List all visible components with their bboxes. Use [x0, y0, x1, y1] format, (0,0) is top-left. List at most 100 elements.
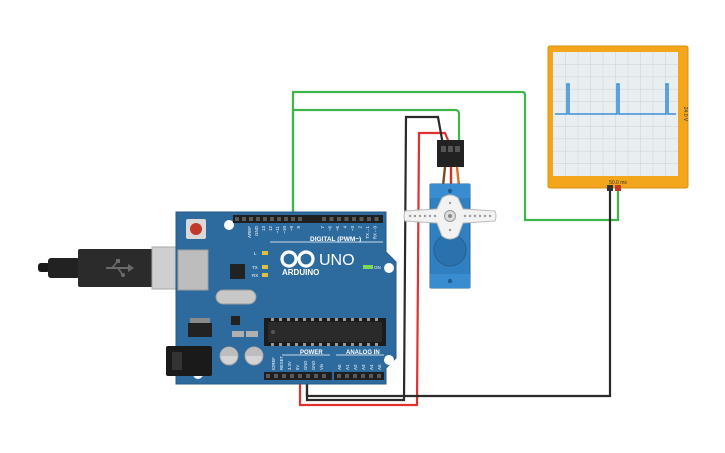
chip-pin — [359, 343, 362, 346]
servo-connector[interactable] — [437, 140, 464, 167]
power-pin-hole[interactable] — [314, 374, 318, 378]
power-pin-hole[interactable] — [290, 374, 294, 378]
analog-header-pins[interactable] — [337, 374, 381, 378]
digital-pin-hole[interactable] — [352, 217, 356, 221]
chip-pin — [311, 318, 314, 321]
chip-pin — [327, 343, 330, 346]
servo-connector-slot — [448, 146, 453, 152]
power-pin-label: RESET — [279, 356, 284, 370]
analog-pin-label: A4 — [369, 364, 374, 370]
chip-pin — [367, 318, 370, 321]
chip-pin — [271, 343, 274, 346]
digital-pin-label: ~6 — [328, 226, 333, 232]
power-pin-hole[interactable] — [274, 374, 278, 378]
smd-component — [246, 331, 258, 337]
digital-pin-hole[interactable] — [263, 217, 267, 221]
led-on-2 — [368, 265, 373, 269]
scope-terminal-negative[interactable] — [607, 185, 613, 191]
servo-lead-brown — [441, 166, 447, 187]
digital-pin-hole[interactable] — [337, 217, 341, 221]
power-pin-hole[interactable] — [322, 374, 326, 378]
digital-pin-label: RX←0 — [373, 226, 378, 240]
analog-pin-hole[interactable] — [361, 374, 365, 378]
mounting-hole — [224, 220, 234, 230]
scope-terminal-positive[interactable] — [615, 185, 621, 191]
scope-time-label: 50.0 ms — [609, 180, 627, 186]
digital-pin-hole[interactable] — [277, 217, 281, 221]
micro-servo-motor[interactable] — [403, 140, 497, 289]
digital-pin-label: ~9 — [289, 226, 294, 232]
analog-pin-hole[interactable] — [337, 374, 341, 378]
digital-pin-hole[interactable] — [242, 217, 246, 221]
chip-pin — [319, 318, 322, 321]
chip-pin — [287, 343, 290, 346]
led-on-label: ON — [374, 265, 381, 270]
chip-pin — [279, 343, 282, 346]
arduino-brand: ARDUINO — [282, 268, 319, 277]
mounting-hole — [384, 355, 394, 365]
usb-jack — [177, 249, 209, 291]
oscilloscope[interactable]: 50.0 ms 24.0 V — [547, 45, 689, 191]
usb-icon — [106, 259, 134, 277]
digital-pin-hole[interactable] — [270, 217, 274, 221]
digital-pin-hole[interactable] — [284, 217, 288, 221]
led-rx-label: RX — [252, 273, 258, 278]
analog-pin-label: A0 — [337, 364, 342, 370]
power-pin-label: 5V — [295, 365, 300, 370]
mounting-hole — [384, 263, 394, 273]
power-pin-hole[interactable] — [266, 374, 270, 378]
reset-button[interactable] — [190, 223, 202, 235]
scope-waveform — [555, 83, 676, 115]
chip-pin — [367, 343, 370, 346]
chip-pin — [303, 343, 306, 346]
analog-pin-hole[interactable] — [369, 374, 373, 378]
digital-pin-label: AREF — [247, 226, 252, 238]
power-header-pins[interactable] — [266, 374, 326, 378]
digital-pin-hole[interactable] — [249, 217, 253, 221]
led-l — [262, 251, 268, 255]
digital-pin-hole[interactable] — [367, 217, 371, 221]
chip-pin — [343, 318, 346, 321]
digital-header-pins[interactable] — [235, 217, 379, 221]
chip-pin — [335, 318, 338, 321]
digital-pin-hole[interactable] — [359, 217, 364, 221]
wire-green-servo[interactable] — [291, 108, 461, 222]
digital-pin-hole[interactable] — [256, 217, 260, 221]
servo-connector-slot — [455, 146, 460, 152]
digital-pin-hole[interactable] — [235, 217, 239, 221]
digital-pin-hole[interactable] — [344, 217, 349, 221]
analog-pin-hole[interactable] — [377, 374, 381, 378]
digital-pin-label: 13 — [261, 226, 266, 232]
digital-label: DIGITAL (PWM~) — [310, 236, 361, 243]
digital-pin-hole[interactable] — [298, 217, 302, 221]
digital-pin-label: GND — [254, 225, 259, 236]
power-pin-hole[interactable] — [282, 374, 286, 378]
led-on — [363, 265, 368, 269]
analog-pin-label: A1 — [345, 364, 350, 370]
usb-cable[interactable] — [38, 246, 191, 290]
chip-pin — [271, 318, 274, 321]
voltage-regulator — [188, 323, 212, 337]
power-pin-hole[interactable] — [298, 374, 302, 378]
digital-pin-hole[interactable] — [329, 217, 334, 221]
chip-pin — [351, 318, 354, 321]
led-l-label: L — [254, 251, 257, 256]
digital-pin-hole[interactable] — [322, 217, 326, 221]
wire-red-5v[interactable] — [298, 131, 452, 407]
servo-lead-orange — [455, 166, 461, 187]
wire-green-scope[interactable] — [291, 90, 620, 222]
chip-pin — [319, 343, 322, 346]
digital-pin-hole[interactable] — [374, 217, 379, 221]
smd-component — [231, 316, 240, 325]
servo-horn-holes — [408, 201, 492, 232]
arduino-model: UNO — [319, 252, 355, 269]
power-pin-label: GND — [303, 361, 308, 370]
analog-pin-hole[interactable] — [345, 374, 349, 378]
power-pin-hole[interactable] — [306, 374, 310, 378]
digital-pin-label: ~3 — [350, 226, 355, 232]
analog-pin-hole[interactable] — [353, 374, 357, 378]
digital-pin-hole[interactable] — [291, 217, 295, 221]
chip-pin — [279, 318, 282, 321]
